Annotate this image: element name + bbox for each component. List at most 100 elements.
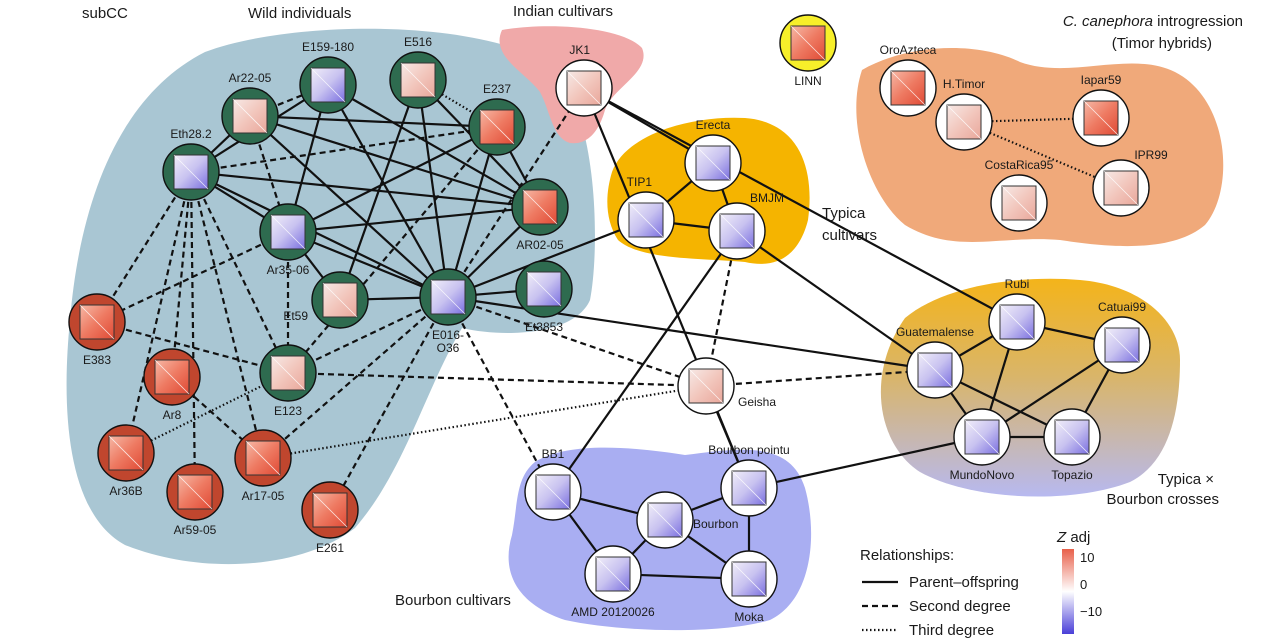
heatmap-diagonal (1103, 170, 1139, 206)
node-rubi[interactable]: Rubi (988, 277, 1046, 351)
heatmap-diagonal (79, 304, 115, 340)
node-costarica95[interactable]: CostaRica95 (985, 158, 1054, 232)
group-label-crosses-2: Bourbon crosses (1106, 491, 1219, 508)
heatmap-diagonal (566, 70, 602, 106)
edge-e516-e016036 (416, 79, 450, 298)
heatmap-diagonal (647, 502, 683, 538)
heatmap-diagonal (719, 213, 755, 249)
heatmap-diagonal (108, 435, 144, 471)
heatmap-diagonal (177, 474, 213, 510)
node-label: JK1 (569, 43, 590, 57)
node-ar35-06[interactable]: Ar35-06 (259, 203, 317, 277)
node-mundonovo[interactable]: MundoNovo (950, 408, 1015, 482)
heatmap-diagonal (790, 25, 826, 61)
node-oroazteca[interactable]: OroAzteca (879, 43, 937, 117)
node-label: BMJM (750, 191, 784, 205)
node-label: E016-O36 (432, 328, 464, 355)
heatmap-diagonal (322, 282, 358, 318)
node-amd-20120026[interactable]: AMD 20120026 (571, 545, 655, 619)
group-label-wild-individuals: Wild individuals (248, 5, 351, 22)
heatmap-diagonal (917, 352, 953, 388)
node-guatemalense[interactable]: Guatemalense (896, 325, 974, 399)
node-ar59-05[interactable]: Ar59-05 (166, 463, 224, 537)
node-bmjm[interactable]: BMJM (708, 191, 784, 260)
node-ipr99[interactable]: IPR99 (1092, 148, 1168, 217)
node-jk1[interactable]: JK1 (555, 43, 613, 117)
node-label: LINN (794, 74, 821, 88)
edge-e016036-e261 (329, 296, 449, 511)
node-geisha[interactable]: Geisha (677, 357, 776, 415)
colorbar-tick-low: −10 (1080, 604, 1102, 619)
node-label: Bourbon pointu (708, 443, 789, 457)
node-label: Rubi (1005, 277, 1030, 291)
edge-e016036-tip1 (447, 218, 647, 299)
heatmap-diagonal (695, 145, 731, 181)
heatmap-diagonal (1083, 100, 1119, 136)
heatmap-diagonal (526, 271, 562, 307)
node-ar22-05[interactable]: Ar22-05 (221, 71, 279, 145)
heatmap-diagonal (535, 474, 571, 510)
group-label-indian-cultivars: Indian cultivars (513, 3, 613, 20)
edge-e159180-ar0205 (327, 84, 541, 208)
edge-e237-e123 (287, 126, 498, 374)
heatmap-diagonal (999, 304, 1035, 340)
node-label: Ar35-06 (267, 263, 310, 277)
edge-e237-e016036 (446, 126, 499, 298)
node-ar36b[interactable]: Ar36B (97, 424, 155, 498)
edge-e159180-e016036 (327, 84, 449, 298)
node-label: Moka (734, 610, 764, 624)
node-erecta[interactable]: Erecta (684, 118, 742, 192)
node-linn[interactable]: LINN (779, 14, 837, 88)
heatmap-diagonal (1054, 419, 1090, 455)
node-label: AMD 20120026 (571, 605, 655, 619)
node-e516[interactable]: E516 (389, 35, 447, 109)
group-label-typica-1: Typica (822, 205, 866, 222)
colorbar-gradient (1062, 549, 1074, 634)
zadj-colorbar: Z adj 10 0 −10 (1056, 529, 1102, 634)
heatmap-diagonal (173, 154, 209, 190)
node-ar02-05[interactable]: AR02-05 (511, 178, 569, 252)
group-label-typica-2: cultivars (822, 227, 877, 244)
node-bb1[interactable]: BB1 (524, 447, 582, 521)
node-iapar59[interactable]: Iapar59 (1072, 73, 1130, 147)
node-label: E383 (83, 353, 111, 367)
legend-item-parent-offspring: Parent–offspring (909, 574, 1019, 591)
edge-eth282-ar36b (124, 171, 193, 454)
node-catuai99[interactable]: Catuai99 (1093, 300, 1151, 374)
node-bourbon-pointu[interactable]: Bourbon pointu (708, 443, 790, 517)
node-label: Erecta (696, 118, 731, 132)
node-label: OroAzteca (880, 43, 937, 57)
node-et59[interactable]: Et59 (283, 271, 369, 329)
node-eth28-2[interactable]: Eth28.2 (162, 127, 220, 201)
node-e123[interactable]: E123 (259, 344, 317, 418)
colorbar-tick-high: 10 (1080, 550, 1094, 565)
relationship-legend: Relationships: Parent–offspring Second d… (860, 547, 1019, 639)
node-topazio[interactable]: Topazio (1043, 408, 1101, 482)
node-e261[interactable]: E261 (301, 481, 359, 555)
edge-e016036-geisha (447, 295, 707, 388)
node-bourbon[interactable]: Bourbon (636, 491, 738, 549)
heatmap-diagonal (400, 62, 436, 98)
group-label-canephora-sub: (Timor hybrids) (1112, 35, 1212, 52)
heatmap-diagonal (1001, 185, 1037, 221)
node-et3853[interactable]: Et3853 (515, 260, 573, 334)
heatmap-diagonal (731, 470, 767, 506)
node-ar8[interactable]: Ar8 (143, 348, 201, 422)
edge-ar2205-ar0205 (249, 114, 541, 209)
node-ar17-05[interactable]: Ar17-05 (234, 429, 292, 503)
edge-bmjm-guatemalense (736, 230, 936, 371)
node-tip1[interactable]: TIP1 (617, 175, 675, 249)
node-e016-036[interactable]: E016-O36 (419, 268, 477, 355)
node-moka[interactable]: Moka (720, 550, 778, 624)
node-e383[interactable]: E383 (68, 293, 126, 367)
edge-ar3506-ar0205 (287, 205, 541, 234)
heatmap-diagonal (964, 419, 1000, 455)
node-e237[interactable]: E237 (468, 82, 526, 156)
edge-ar2205-e016036 (249, 115, 449, 298)
heatmap-diagonal (890, 70, 926, 106)
node-e159-180[interactable]: E159-180 (299, 40, 357, 114)
node-label: E123 (274, 404, 302, 418)
node-label: E237 (483, 82, 511, 96)
node-h-timor[interactable]: H.Timor (935, 77, 993, 151)
node-label: Ar59-05 (174, 523, 217, 537)
